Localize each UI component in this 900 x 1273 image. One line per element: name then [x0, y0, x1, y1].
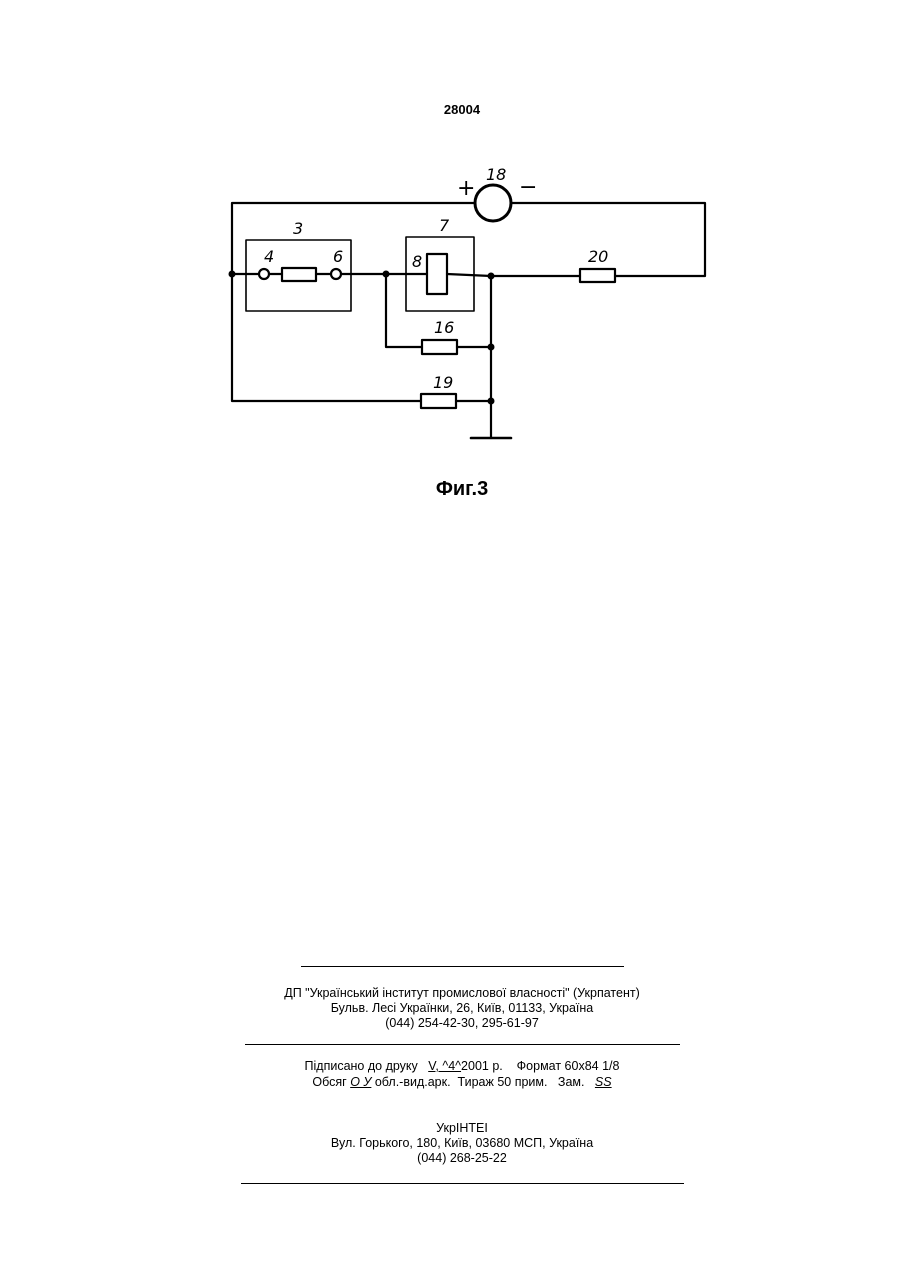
- volume-unit: обл.-вид.арк.: [375, 1075, 451, 1089]
- wire-top-right: [512, 203, 705, 276]
- divider-middle: [245, 1044, 680, 1045]
- label-resistor-16: 16: [434, 318, 454, 337]
- label-resistor-20: 20: [588, 247, 608, 266]
- node-dot: [383, 271, 390, 278]
- label-plus: +: [457, 176, 475, 201]
- publisher-name: ДП "Український інститут промислової вла…: [0, 986, 900, 1001]
- figure-caption: Фиг.3: [0, 478, 900, 501]
- divider-bottom: [241, 1183, 684, 1184]
- label-block-3: 3: [293, 219, 303, 238]
- resistor-16-symbol: [422, 340, 457, 354]
- terminal-6-symbol: [331, 269, 341, 279]
- node-dot: [488, 344, 495, 351]
- signed-value: V, ^4^: [428, 1059, 461, 1073]
- wire-bottom-19: [232, 274, 421, 401]
- order-label: Зам.: [558, 1075, 585, 1089]
- label-coil-8: 8: [412, 252, 422, 271]
- label-block-7: 7: [439, 216, 450, 235]
- print-year: 2001 р.: [461, 1059, 503, 1073]
- label-terminal-6: 6: [333, 247, 343, 266]
- publisher-block: ДП "Український інститут промислової вла…: [0, 986, 900, 1031]
- publisher-address: Бульв. Лесі Українки, 26, Київ, 01133, У…: [0, 1001, 900, 1016]
- voltage-source-symbol: [475, 185, 511, 221]
- node-dot: [488, 398, 495, 405]
- publisher-phone: (044) 254-42-30, 295-61-97: [0, 1016, 900, 1031]
- print-run: Тираж 50 прим.: [458, 1075, 548, 1089]
- resistor-20-symbol: [580, 269, 615, 282]
- circuit-diagram: + 18 − 3 7 4 6 8 16 19 20: [0, 0, 900, 470]
- print-info-line-1: Підписано до друку V, ^4^2001 р. Формат …: [0, 1058, 900, 1074]
- node-dot: [488, 273, 495, 280]
- printer-address: Вул. Горького, 180, Київ, 03680 МСП, Укр…: [0, 1136, 900, 1151]
- terminal-4-symbol: [259, 269, 269, 279]
- printer-block: УкрІНТЕІ Вул. Горького, 180, Київ, 03680…: [0, 1121, 900, 1166]
- node-dot: [229, 271, 236, 278]
- volume-label: Обсяг: [312, 1075, 346, 1089]
- divider-top: [301, 966, 624, 967]
- signed-label: Підписано до друку: [305, 1059, 418, 1073]
- volume-value: О У: [350, 1075, 371, 1089]
- resistor-19-symbol: [421, 394, 456, 408]
- printer-name: УкрІНТЕІ: [0, 1121, 900, 1136]
- fuse-element-symbol: [282, 268, 316, 281]
- label-terminal-4: 4: [264, 247, 274, 266]
- label-resistor-19: 19: [433, 373, 453, 392]
- print-info-block: Підписано до друку V, ^4^2001 р. Формат …: [0, 1058, 900, 1090]
- printer-phone: (044) 268-25-22: [0, 1151, 900, 1166]
- order-value: SS: [595, 1075, 612, 1089]
- print-info-line-2: Обсяг О У обл.-вид.арк. Тираж 50 прим. З…: [0, 1074, 900, 1090]
- label-source-18: 18: [486, 165, 506, 184]
- wire-coil-node: [447, 274, 580, 276]
- label-minus: −: [519, 175, 537, 200]
- print-format: Формат 60х84 1/8: [517, 1059, 620, 1073]
- coil-8-symbol: [427, 254, 447, 294]
